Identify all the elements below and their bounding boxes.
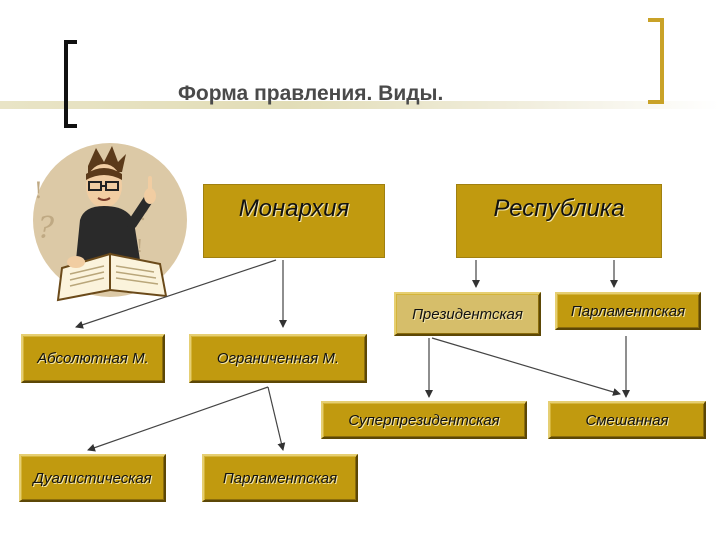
arrow-limited-parliamentary	[267, 386, 286, 451]
node-dualistic: Дуалистическая	[19, 454, 166, 502]
svg-text:?: ?	[38, 211, 55, 246]
left-bracket	[64, 40, 77, 128]
node-superpresidential: Суперпрезидентская	[321, 401, 527, 439]
node-parliamentary-monarchy: Парламентская	[202, 454, 358, 502]
node-republic: Республика	[456, 184, 662, 258]
svg-text:!: !	[136, 236, 143, 257]
arrow-presidential-mixed	[431, 337, 621, 396]
node-parliamentary-republic: Парламентская	[555, 292, 701, 330]
arrow-monarchy-absolute	[75, 259, 277, 329]
node-mixed: Смешанная	[548, 401, 706, 439]
node-monarchy: Монархия	[203, 184, 385, 258]
right-bracket	[648, 18, 664, 104]
node-limited-monarchy: Ограниченная М.	[189, 334, 367, 383]
page-title: Форма правления. Виды.	[178, 82, 444, 105]
header-rule	[0, 101, 720, 109]
node-absolute-monarchy: Абсолютная М.	[21, 334, 165, 383]
node-presidential: Президентская	[394, 292, 541, 336]
svg-text:!: !	[34, 179, 43, 204]
thinking-man-with-book-clipart: ? ! ? !	[33, 143, 187, 302]
arrow-limited-dualistic	[87, 386, 269, 452]
